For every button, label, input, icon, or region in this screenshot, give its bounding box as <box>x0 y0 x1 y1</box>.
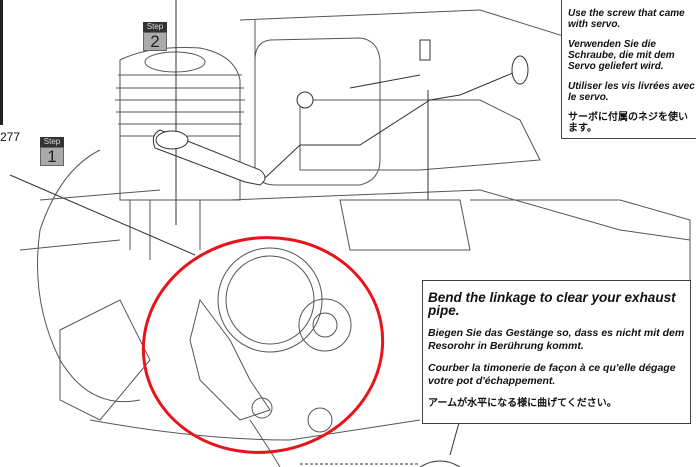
part-number-label: 277 <box>0 130 21 144</box>
engine <box>37 47 245 403</box>
step-1-badge: Step 1 <box>40 137 64 166</box>
gears <box>189 247 352 421</box>
note-ja: サーボに付属のネジを使います。 <box>568 112 688 134</box>
note-ja: アームが水平になる様に曲げてください。 <box>428 398 617 409</box>
highlight-circle <box>141 236 385 454</box>
step-tag: Step <box>143 22 167 32</box>
step-number: 2 <box>143 32 167 51</box>
note-en: Use the screw that came with servo. <box>568 8 685 30</box>
note-de: Verwenden Sie die Schraube, die mit dem … <box>568 39 675 72</box>
servo-screw-note: Use the screw that came with servo. Verw… <box>561 0 696 139</box>
note-de: Biegen Sie das Gestänge so, dass es nich… <box>428 327 685 352</box>
step-number: 1 <box>40 147 64 166</box>
step-tag: Step <box>40 137 64 147</box>
note-fr: Utiliser les vis livrées avec le servo. <box>568 81 695 103</box>
servo-linkage <box>9 0 529 256</box>
step-2-badge: Step 2 <box>143 22 167 51</box>
linkage-bend-note: Bend the linkage to clear your exhaust p… <box>422 280 691 424</box>
note-fr: Courber la timonerie de façon à ce qu'el… <box>428 362 676 387</box>
frame <box>19 9 691 467</box>
note-en: Bend the linkage to clear your exhaust p… <box>428 290 676 318</box>
left-edge-bar <box>0 0 3 125</box>
